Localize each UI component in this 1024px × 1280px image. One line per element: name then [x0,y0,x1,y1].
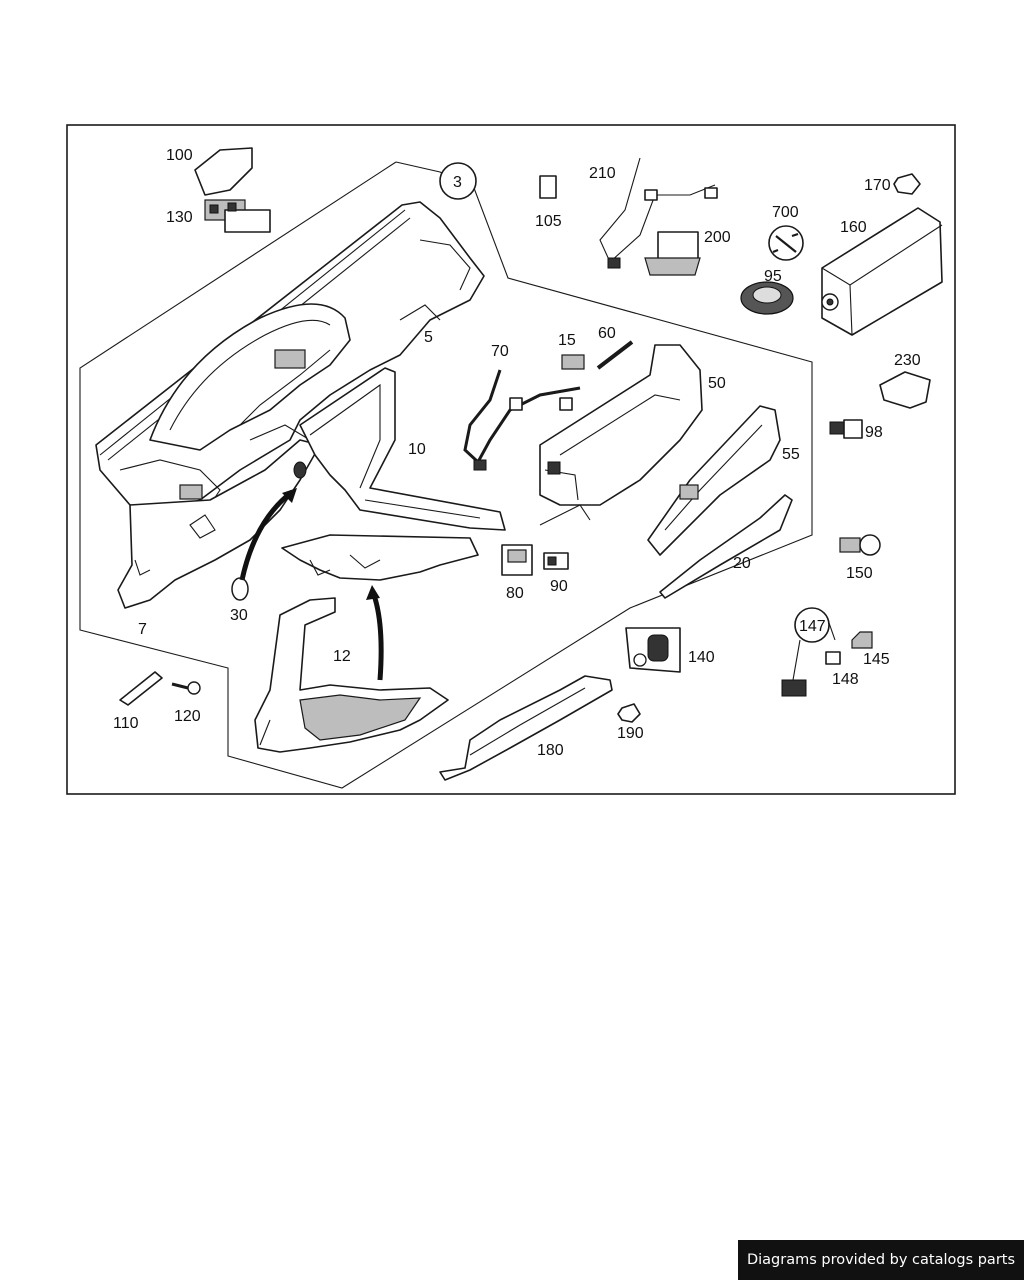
part-140-bracket [625,627,681,673]
label-80: 80 [506,585,524,602]
label-105: 105 [535,213,562,230]
part-15-clip [561,354,585,370]
part-700-wrench-icon [768,225,804,261]
part-200-connector [644,231,701,276]
footer-credit: Diagrams provided by catalogs parts [738,1240,1024,1280]
label-120: 120 [174,708,201,725]
arrow-to-30 [239,490,294,581]
part-105-clip [539,175,557,199]
label-70: 70 [491,343,509,360]
label-20: 20 [733,555,751,572]
dashboard-carrier [95,201,485,511]
label-130: 130 [166,209,193,226]
label-12: 12 [333,648,351,665]
callout-147-circle [794,607,830,643]
callout-147-leader [792,619,836,681]
part-70-harness [463,369,581,471]
part-100-cover [194,147,253,196]
label-200: 200 [704,229,731,246]
label-98: 98 [865,424,883,441]
part-95-disc [740,281,794,315]
part-110-clip [119,671,163,706]
label-160: 160 [840,219,867,236]
label-50: 50 [708,375,726,392]
part-145-lamp [851,631,873,649]
arrow-to-12 [371,594,384,681]
label-7: 7 [138,621,147,638]
label-55: 55 [782,446,800,463]
diagram-frame [66,124,956,795]
part-120-screw [171,681,201,695]
label-170: 170 [864,177,891,194]
label-110: 110 [113,715,139,732]
label-230: 230 [894,352,921,369]
part-98-switch [829,419,863,439]
part-170-nut [893,173,921,195]
part-180-detail [469,687,586,756]
part-55-glovebox-lid [647,405,781,556]
label-150: 150 [846,565,873,582]
arrow-head-30 [282,488,297,503]
label-147: 147 [799,618,826,635]
label-210: 210 [589,165,616,182]
part-190-nut [617,703,641,723]
label-5: 5 [424,329,433,346]
label-140: 140 [688,649,715,666]
part-30-ring [231,577,249,601]
arrow-head-12 [366,585,380,600]
part-210-harness [599,157,718,269]
part-60-rod [596,340,634,370]
part-148-bulb [825,651,841,665]
callout-labels: 100 130 3 105 210 200 700 160 170 95 5 7… [113,147,921,759]
label-90: 90 [550,578,568,595]
part-160-airbag [821,207,943,336]
label-15: 15 [558,332,576,349]
label-60: 60 [598,325,616,342]
console-lower-tray [281,534,479,581]
label-180: 180 [537,742,564,759]
lower-panel [117,439,321,609]
part-150-lock [839,534,881,556]
part-80-detail [507,549,527,563]
part-230-bracket [879,371,931,409]
label-700: 700 [772,204,799,221]
label-100: 100 [166,147,193,164]
part-30-plug [293,461,307,479]
console-side-panel [254,597,449,753]
label-190: 190 [617,725,644,742]
part-130-module [204,199,271,233]
part-180-trim [439,675,613,781]
label-10: 10 [408,441,426,458]
label-145: 145 [863,651,890,668]
center-console-frame [299,367,506,531]
label-30: 30 [230,607,248,624]
part-147-switch [781,679,807,697]
label-3: 3 [453,174,462,191]
label-148: 148 [832,671,859,688]
part-50-glovebox-housing [539,344,703,526]
label-95: 95 [764,268,782,285]
callout-3-circle [439,162,477,200]
part-90-connector [543,552,569,570]
part-20-trim-strip [659,494,793,599]
